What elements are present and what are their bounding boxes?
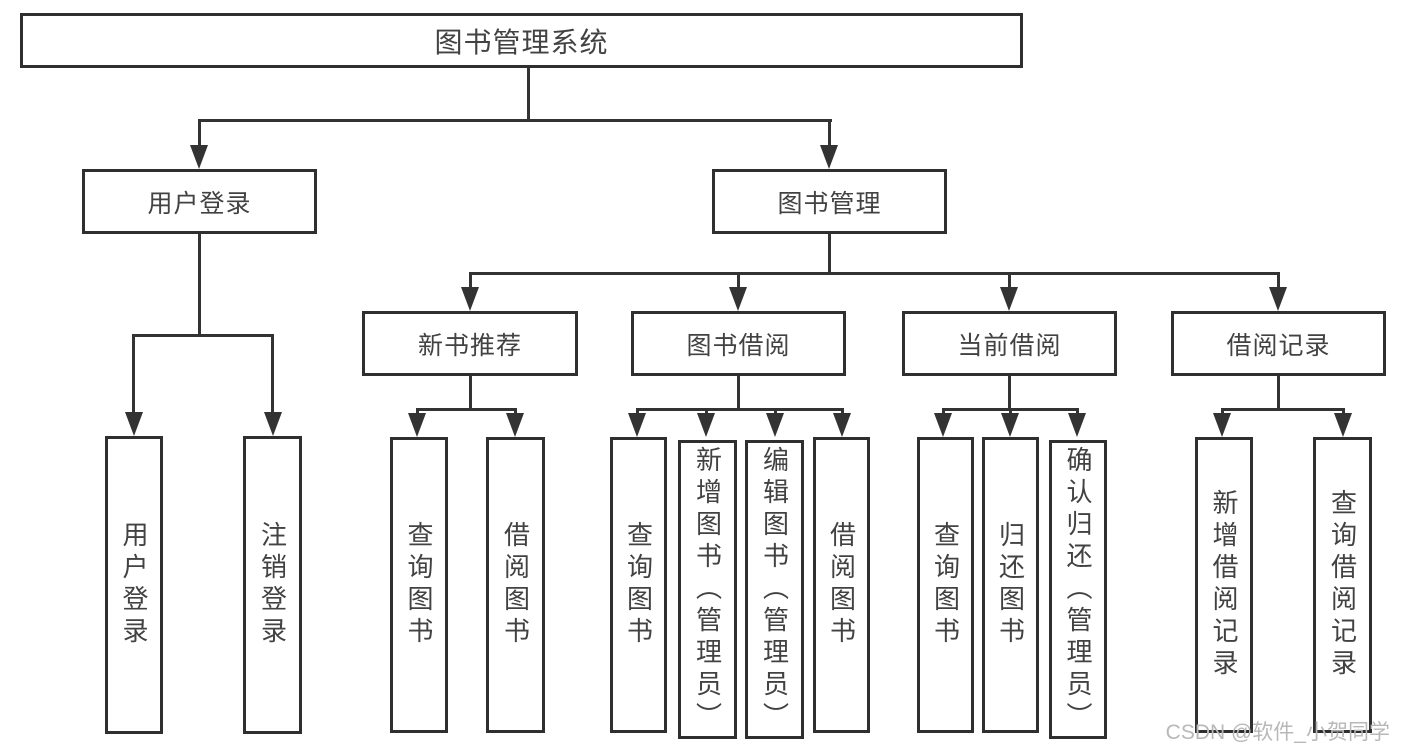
node-borrow-records: 借阅记录 bbox=[1171, 311, 1386, 376]
connector-borrow-rail bbox=[636, 408, 844, 411]
leaf-query-borrow-record: 查询借阅记录 bbox=[1313, 437, 1372, 733]
arrowhead-down-icon bbox=[264, 412, 282, 436]
leaf-borrow-book-2-label: 借阅图书 bbox=[826, 521, 857, 649]
node-new-book-recommend-label: 新书推荐 bbox=[417, 331, 522, 360]
connector-stem bbox=[737, 376, 740, 410]
leaf-add-borrow-record-label: 新增借阅记录 bbox=[1209, 489, 1239, 681]
node-new-book-recommend: 新书推荐 bbox=[362, 311, 578, 376]
arrowhead-down-icon bbox=[1213, 413, 1231, 437]
leaf-add-book-admin: 新增图书（管理员） bbox=[678, 440, 737, 739]
connector-drop bbox=[271, 334, 274, 414]
node-book-management-label: 图书管理 bbox=[777, 189, 882, 218]
connector-drop bbox=[774, 408, 777, 416]
connector-newbook-rail bbox=[416, 408, 517, 411]
node-book-borrow-label: 图书借阅 bbox=[686, 331, 791, 360]
arrowhead-down-icon bbox=[1000, 287, 1018, 311]
leaf-query-borrow-record-label: 查询借阅记录 bbox=[1327, 489, 1358, 681]
arrowhead-down-icon bbox=[408, 413, 426, 437]
leaf-confirm-return-admin-label: 确认归还（管理员） bbox=[1063, 445, 1093, 734]
node-current-borrow-label: 当前借阅 bbox=[957, 331, 1062, 360]
connector-stem bbox=[1008, 376, 1011, 410]
csdn-watermark: CSDN @软件_小贺同学 bbox=[1165, 721, 1390, 744]
connector-drop bbox=[636, 408, 639, 416]
arrowhead-down-icon bbox=[506, 413, 524, 437]
leaf-user-login: 用户登录 bbox=[105, 436, 163, 734]
arrowhead-down-icon bbox=[934, 413, 952, 437]
connector-level2-rail bbox=[198, 119, 832, 122]
connector-root-stem bbox=[527, 68, 530, 120]
connector-drop bbox=[416, 408, 419, 416]
arrowhead-down-icon bbox=[697, 413, 715, 437]
connector-userlogin-rail bbox=[132, 334, 274, 337]
node-book-borrow: 图书借阅 bbox=[631, 311, 846, 376]
arrowhead-down-icon bbox=[628, 413, 646, 437]
connector-drop bbox=[132, 334, 135, 414]
leaf-borrow-book-1: 借阅图书 bbox=[486, 437, 545, 733]
connector-drop bbox=[1008, 272, 1011, 289]
arrowhead-down-icon bbox=[820, 145, 838, 169]
node-borrow-records-label: 借阅记录 bbox=[1226, 331, 1331, 360]
connector-drop bbox=[1009, 408, 1012, 416]
connector-drop bbox=[841, 408, 844, 416]
arrowhead-down-icon bbox=[1068, 413, 1086, 437]
connector-drop bbox=[1342, 408, 1345, 416]
leaf-query-book-1-label: 查询图书 bbox=[404, 521, 434, 649]
node-user-login-label: 用户登录 bbox=[147, 189, 252, 218]
connector-level3-rail bbox=[469, 272, 1280, 275]
leaf-add-book-admin-label: 新增图书（管理员） bbox=[692, 445, 723, 734]
leaf-borrow-book-2: 借阅图书 bbox=[813, 437, 870, 733]
leaf-logout-label: 注销登录 bbox=[257, 521, 288, 649]
connector-drop bbox=[1076, 408, 1079, 416]
leaf-confirm-return-admin: 确认归还（管理员） bbox=[1049, 440, 1107, 739]
connector-drop bbox=[1221, 408, 1224, 416]
leaf-add-borrow-record: 新增借阅记录 bbox=[1195, 437, 1253, 733]
connector-drop bbox=[469, 272, 472, 289]
leaf-edit-book-admin-label: 编辑图书（管理员） bbox=[759, 445, 790, 734]
node-root: 图书管理系统 bbox=[20, 13, 1023, 68]
connector-drop bbox=[737, 272, 740, 289]
connector-drop bbox=[828, 119, 831, 147]
arrowhead-down-icon bbox=[766, 413, 784, 437]
arrowhead-down-icon bbox=[729, 287, 747, 311]
arrowhead-down-icon bbox=[833, 413, 851, 437]
connector-drop bbox=[514, 408, 517, 416]
connector-drop bbox=[1277, 272, 1280, 289]
node-root-label: 图书管理系统 bbox=[434, 26, 609, 58]
arrowhead-down-icon bbox=[190, 145, 208, 169]
leaf-query-book-3: 查询图书 bbox=[917, 437, 974, 733]
leaf-query-book-3-label: 查询图书 bbox=[930, 521, 961, 649]
connector-drop bbox=[705, 408, 708, 416]
leaf-query-book-2: 查询图书 bbox=[610, 437, 667, 733]
arrowhead-down-icon bbox=[1334, 413, 1352, 437]
leaf-return-book-label: 归还图书 bbox=[995, 521, 1026, 649]
connector-drop bbox=[942, 408, 945, 416]
leaf-return-book: 归还图书 bbox=[982, 437, 1039, 733]
leaf-user-login-label: 用户登录 bbox=[119, 521, 149, 649]
node-user-login: 用户登录 bbox=[82, 169, 317, 234]
node-book-management: 图书管理 bbox=[712, 169, 947, 234]
arrowhead-down-icon bbox=[1269, 287, 1287, 311]
connector-userlogin-stem bbox=[198, 234, 201, 335]
leaf-logout: 注销登录 bbox=[243, 436, 302, 734]
connector-drop bbox=[198, 119, 201, 147]
leaf-query-book-2-label: 查询图书 bbox=[623, 521, 654, 649]
connector-bookmgmt-stem bbox=[828, 234, 831, 274]
arrowhead-down-icon bbox=[461, 287, 479, 311]
connector-stem bbox=[469, 376, 472, 410]
arrowhead-down-icon bbox=[1001, 413, 1019, 437]
node-current-borrow: 当前借阅 bbox=[902, 311, 1117, 376]
arrowhead-down-icon bbox=[125, 412, 143, 436]
connector-stem bbox=[1277, 376, 1280, 410]
leaf-edit-book-admin: 编辑图书（管理员） bbox=[745, 440, 804, 739]
leaf-query-book-1: 查询图书 bbox=[390, 437, 448, 733]
connector-records-rail bbox=[1221, 408, 1344, 411]
leaf-borrow-book-1-label: 借阅图书 bbox=[500, 521, 531, 649]
